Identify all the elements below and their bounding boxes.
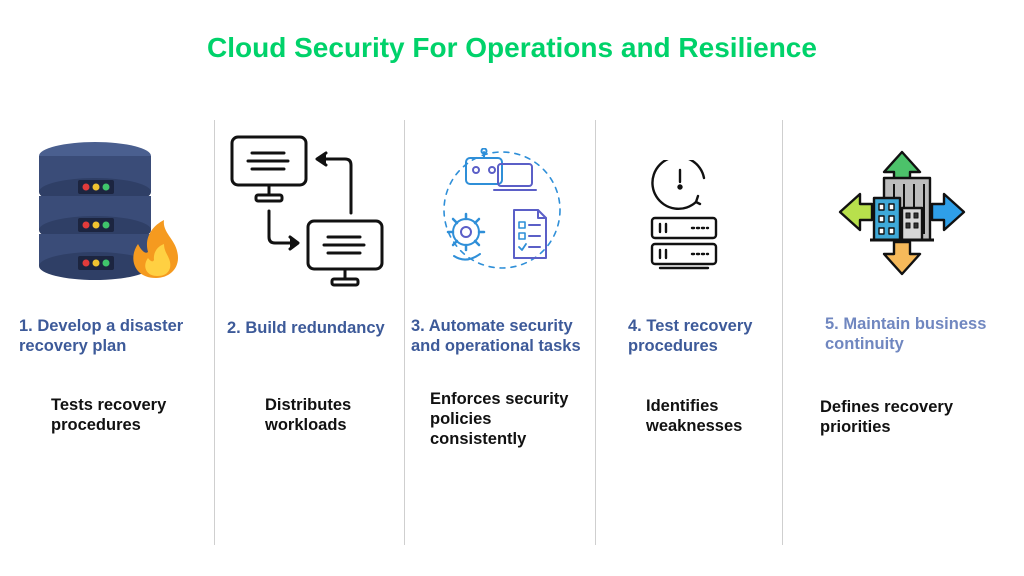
server-fire-icon	[38, 140, 188, 285]
step-2-description: Distributes workloads	[265, 396, 352, 434]
building-arrows-icon	[838, 150, 966, 276]
column-divider	[782, 120, 783, 545]
step-1-label: 1. Develop a disaster recovery plan	[19, 317, 184, 355]
step-4-label: 4. Test recovery procedures	[628, 317, 753, 355]
column-divider	[214, 120, 215, 545]
step-5-description: Defines recovery priorities	[820, 398, 953, 436]
automation-robot-icon	[436, 148, 568, 270]
step-3-label: 3. Automate security and operational tas…	[411, 317, 581, 355]
page-title: Cloud Security For Operations and Resili…	[207, 32, 817, 63]
step-2-label: 2. Build redundancy	[227, 319, 385, 337]
step-3-description: Enforces security policies consistently	[430, 390, 569, 448]
server-clock-icon	[640, 160, 720, 280]
redundant-computers-icon	[228, 133, 388, 291]
step-1-description: Tests recovery procedures	[51, 396, 167, 434]
column-divider	[404, 120, 405, 545]
column-divider	[595, 120, 596, 545]
step-4-description: Identifies weaknesses	[646, 397, 743, 435]
step-5-label: 5. Maintain business continuity	[825, 315, 987, 353]
